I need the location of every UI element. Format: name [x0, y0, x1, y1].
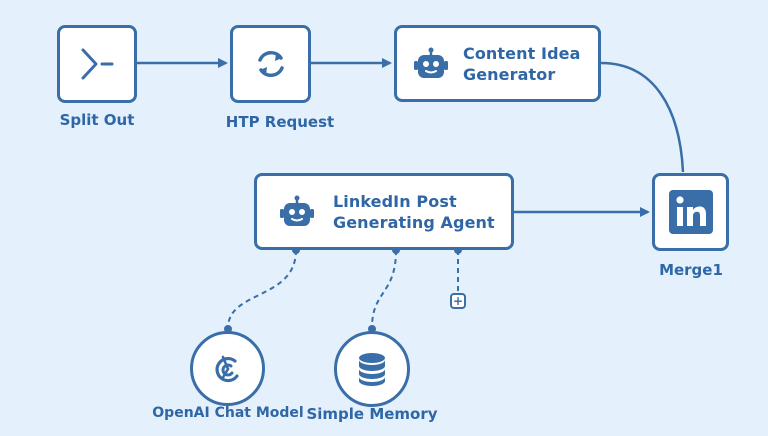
openai-chat-model-label: OpenAI Chat Model	[152, 405, 304, 421]
connection-agent-to-openai	[227, 249, 297, 329]
merge1-node[interactable]	[652, 173, 729, 251]
linkedin-icon	[668, 190, 713, 234]
openai-chat-model-node[interactable]	[190, 331, 265, 406]
split-out-label: Split Out	[59, 111, 135, 129]
refresh-icon	[252, 45, 290, 83]
split-out-icon	[78, 45, 116, 83]
robot-icon	[413, 46, 449, 82]
simple-memory-label: Simple Memory	[306, 405, 438, 423]
database-icon	[356, 352, 388, 386]
plus-icon: +	[452, 294, 464, 308]
linkedin-post-agent-title-line1: LinkedIn Post	[333, 191, 457, 211]
linkedin-post-agent-title-line2: Generating Agent	[333, 212, 495, 232]
robot-icon	[279, 194, 315, 230]
openai-icon	[211, 352, 245, 386]
connection-content-idea-to-merge	[600, 61, 685, 173]
merge1-label: Merge1	[659, 261, 723, 279]
linkedin-post-agent-title: LinkedIn Post Generating Agent	[333, 191, 495, 233]
connection-agent-to-memory	[371, 249, 397, 329]
http-request-node[interactable]	[230, 25, 311, 103]
content-idea-generator-title: Content Idea Generator	[463, 43, 581, 85]
linkedin-post-agent-node[interactable]: LinkedIn Post Generating Agent	[254, 173, 514, 250]
content-idea-generator-title-line2: Generator	[463, 64, 556, 84]
http-request-label: HTP Request	[225, 113, 335, 131]
content-idea-generator-title-line1: Content Idea	[463, 43, 581, 63]
simple-memory-node[interactable]	[334, 331, 410, 407]
content-idea-generator-node[interactable]: Content Idea Generator	[394, 25, 601, 102]
split-out-node[interactable]	[57, 25, 137, 103]
add-tool-button[interactable]: +	[450, 293, 466, 309]
